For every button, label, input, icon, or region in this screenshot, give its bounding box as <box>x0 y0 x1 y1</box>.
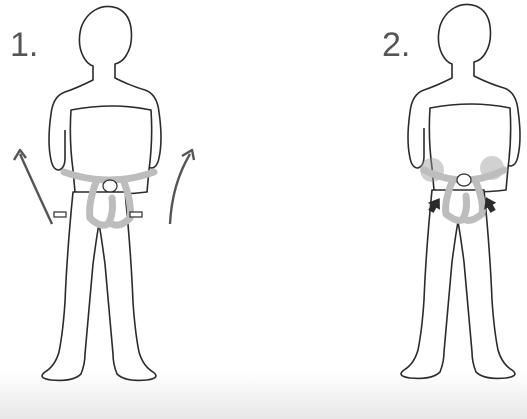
arrow-up-right <box>170 150 194 224</box>
arrow-up-left <box>14 150 52 224</box>
belay-loop <box>457 174 471 186</box>
person-loosening-leg-loops <box>0 0 263 419</box>
leg-buckle-right <box>130 212 142 217</box>
legs <box>42 192 156 380</box>
step-1-panel: 1. <box>0 0 263 419</box>
step-2-panel: 2. <box>264 0 527 419</box>
person-tightening-waist <box>264 0 527 419</box>
belay-loop <box>103 180 117 192</box>
leg-buckle-left <box>54 212 66 217</box>
